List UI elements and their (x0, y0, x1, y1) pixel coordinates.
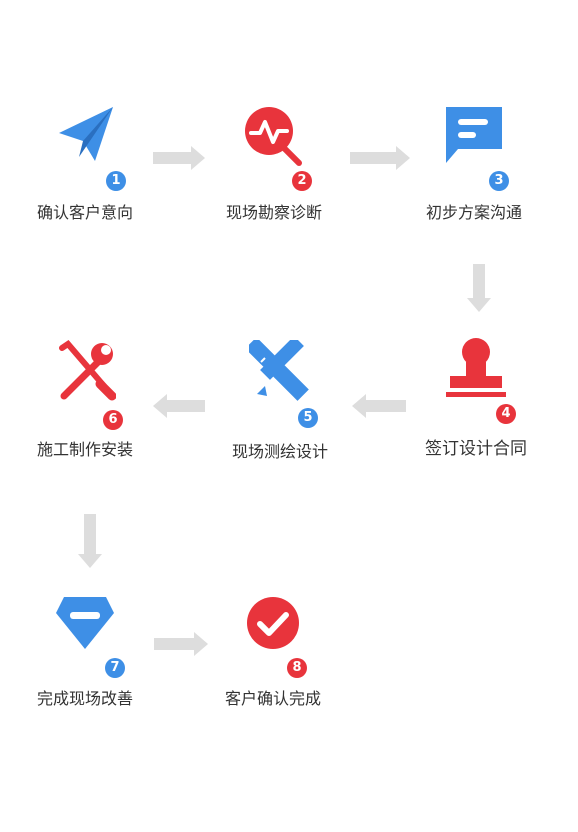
wrench-screwdriver-icon (59, 340, 116, 401)
step-5: 5 现场测绘设计 (200, 340, 360, 480)
arrow-down-6-7 (78, 514, 102, 568)
step-number-1: 1 (106, 171, 126, 191)
step-3: 3 初步方案沟通 (394, 105, 554, 245)
arrow-left-4-5 (352, 394, 406, 418)
arrow-left-5-6 (153, 394, 205, 418)
step-6: 6 施工制作安装 (5, 340, 165, 480)
step-number-6: 6 (103, 410, 123, 430)
step-number-2: 2 (292, 171, 312, 191)
arrow-down-3-4 (467, 264, 491, 312)
step-label-8: 客户确认完成 (224, 689, 321, 708)
stamp-icon (446, 338, 506, 397)
paper-plane-icon (59, 107, 113, 161)
step-label-1: 确认客户意向 (36, 203, 133, 222)
diagnosis-magnifier-icon (245, 107, 302, 166)
arrow-right-1-2 (153, 146, 205, 170)
pencil-ruler-icon (249, 340, 309, 401)
step-1: 1 确认客户意向 (5, 105, 165, 245)
step-number-3: 3 (489, 171, 509, 191)
step-number-4: 4 (496, 404, 516, 424)
step-8: 8 客户确认完成 (193, 595, 353, 735)
step-label-7: 完成现场改善 (36, 689, 133, 708)
step-label-4: 签订设计合同 (425, 439, 527, 459)
step-4: 4 签订设计合同 (396, 336, 556, 476)
arrow-right-2-3 (350, 146, 410, 170)
step-label-5: 现场测绘设计 (231, 442, 328, 461)
chat-bubble-icon (446, 107, 502, 163)
step-number-8: 8 (287, 658, 307, 678)
step-7: 7 完成现场改善 (5, 595, 165, 735)
step-label-3: 初步方案沟通 (425, 203, 522, 222)
step-number-5: 5 (298, 408, 318, 428)
step-label-6: 施工制作安装 (36, 440, 133, 459)
step-label-2: 现场勘察诊断 (225, 203, 322, 222)
gem-icon (56, 597, 114, 649)
arrow-right-7-8 (154, 632, 208, 656)
step-2: 2 现场勘察诊断 (194, 105, 354, 245)
step-number-7: 7 (105, 658, 125, 678)
check-circle-icon (247, 597, 299, 649)
